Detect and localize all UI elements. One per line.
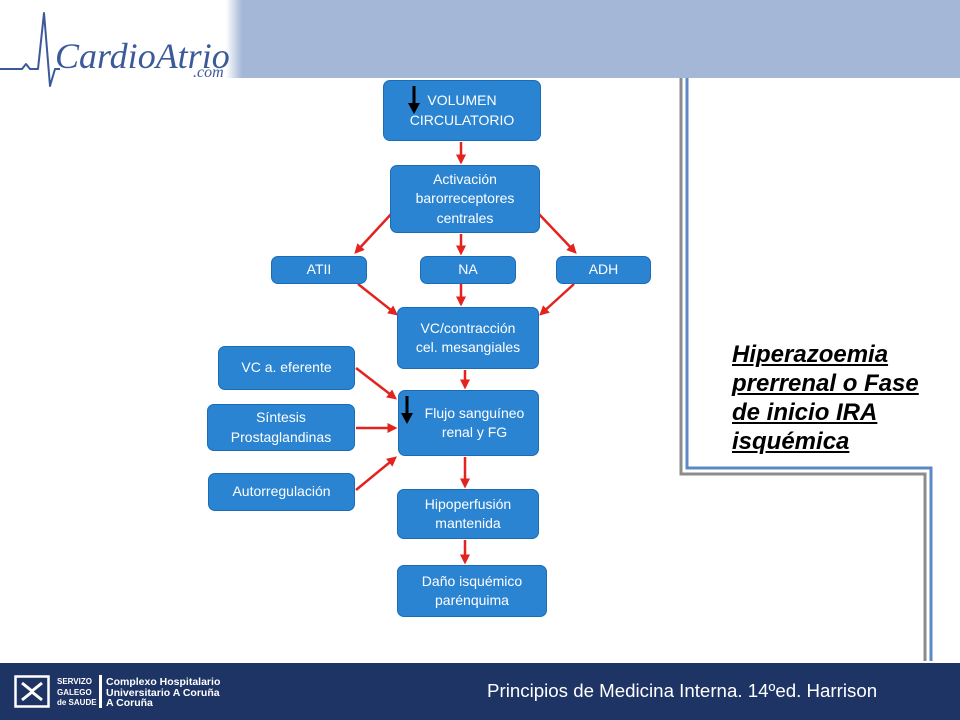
node-label: Daño isquémico parénquima bbox=[421, 572, 523, 609]
node-label: Autorregulación bbox=[232, 483, 331, 500]
footer-band: SERVIZO GALEGO de SAUDE Complexo Hospita… bbox=[0, 663, 960, 720]
node-label: ATII bbox=[306, 261, 332, 278]
sergas-line: de SAUDE bbox=[57, 698, 97, 707]
logo-ecg-icon bbox=[0, 12, 60, 87]
node-label: VC/contracción cel. mesangiales bbox=[415, 319, 521, 356]
node-label: Flujo sanguíneo renal y FG bbox=[424, 404, 525, 441]
sergas-line: SERVIZO bbox=[57, 677, 92, 686]
header-band bbox=[0, 0, 960, 78]
footer-divider bbox=[99, 675, 102, 708]
down-arrow-icon bbox=[401, 396, 413, 424]
node-autorregulacion: Autorregulación bbox=[208, 473, 355, 511]
node-na: NA bbox=[420, 256, 516, 284]
node-activacion-barorreceptores: Activación barorreceptores centrales bbox=[390, 165, 540, 233]
logo-ecg-trace bbox=[0, 12, 60, 87]
arrow-activacion-to-atii bbox=[354, 211, 394, 254]
node-label: NA bbox=[458, 261, 478, 278]
sergas-name: SERVIZO GALEGO de SAUDE bbox=[57, 677, 97, 709]
node-vc-contraccion: VC/contracción cel. mesangiales bbox=[397, 307, 539, 369]
hospital-line: A Coruña bbox=[106, 697, 153, 709]
arrow-atii-to-vc-contraccion bbox=[357, 283, 398, 316]
node-volumen-circulatorio: VOLUMEN CIRCULATORIO bbox=[383, 80, 541, 141]
arrow-vc-eferente-to-flujo bbox=[355, 367, 397, 400]
sergas-logo-icon bbox=[14, 675, 50, 708]
node-sintesis-prostaglandinas: Síntesis Prostaglandinas bbox=[207, 404, 355, 451]
node-label: VOLUMEN CIRCULATORIO bbox=[409, 92, 515, 128]
logo-name: CardioAtrio bbox=[55, 36, 230, 76]
node-atii: ATII bbox=[271, 256, 367, 284]
arrow-activacion-to-adh bbox=[536, 211, 577, 254]
side-note: Hiperazoemia prerrenal o Fase de inicio … bbox=[732, 341, 919, 455]
hospital-name: Complexo Hospitalario Universitario A Co… bbox=[106, 677, 220, 709]
node-label: VC a. eferente bbox=[241, 359, 332, 376]
node-vc-eferente: VC a. eferente bbox=[218, 346, 355, 390]
arrow-adh-to-vc-contraccion bbox=[539, 283, 575, 316]
node-label: Activación barorreceptores centrales bbox=[415, 170, 515, 226]
node-adh: ADH bbox=[556, 256, 651, 284]
frame-line-blue bbox=[685, 78, 933, 661]
node-flujo-sanguineo: Flujo sanguíneo renal y FG bbox=[398, 390, 539, 456]
logo-suffix: .com bbox=[193, 64, 224, 81]
arrow-autorregulacion-to-flujo bbox=[355, 456, 397, 491]
hospital-line: Universitario A Coruña bbox=[106, 686, 220, 699]
hospital-line: Complexo Hospitalario bbox=[106, 676, 221, 688]
node-hipoperfusion: Hipoperfusión mantenida bbox=[397, 489, 539, 539]
node-dano-isquemico: Daño isquémico parénquima bbox=[397, 565, 547, 617]
down-arrow-icon bbox=[408, 86, 420, 114]
node-label: Síntesis Prostaglandinas bbox=[230, 409, 332, 445]
node-label: ADH bbox=[588, 261, 619, 278]
footer-citation: Principios de Medicina Interna. 14ºed. H… bbox=[487, 680, 878, 701]
frame-line-gray bbox=[679, 78, 927, 661]
sergas-line: GALEGO bbox=[57, 687, 92, 697]
node-label: Hipoperfusión mantenida bbox=[424, 495, 512, 532]
